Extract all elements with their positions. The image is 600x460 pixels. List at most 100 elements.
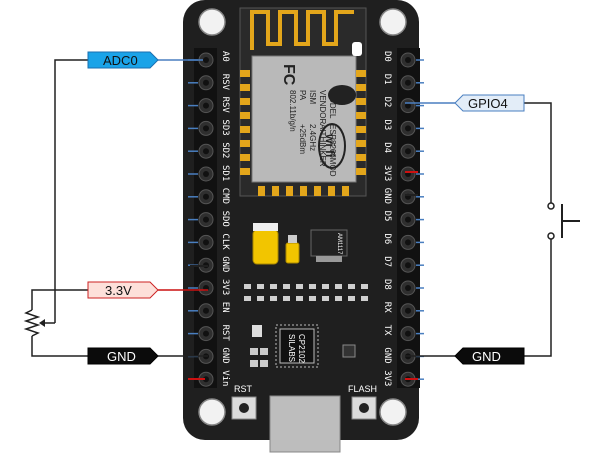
smd-resistor (257, 284, 264, 289)
flash-button-label: FLASH (348, 384, 377, 394)
pot-top-wire (31, 289, 88, 310)
module-pad-right (356, 140, 366, 147)
module-pad-left (240, 98, 250, 105)
adc0-tag: ADC0 (87, 51, 159, 69)
smd-cap-c (260, 348, 268, 355)
model-value-3: 2.4GHz (308, 124, 317, 151)
module-pad-bottom (328, 186, 335, 196)
capacitor-band (253, 223, 278, 231)
switch-bottom-wire (524, 238, 552, 357)
left-pin-label: GND (220, 256, 230, 272)
mount-hole-bottom-left (198, 398, 226, 426)
left-pin-label: EN (220, 302, 230, 313)
smd-resistor (335, 296, 342, 301)
wiper-wire (54, 59, 88, 310)
standard-text: 802.11b/g/n (288, 90, 297, 132)
v33-tag-shape (87, 281, 159, 299)
gnd-left-tag-shape (87, 347, 159, 365)
pot-wiper-arrow (39, 319, 45, 327)
gnd-right-tag-label: GND (472, 349, 501, 364)
smd-component-rows (244, 284, 368, 301)
model-line-3: ISM (308, 90, 317, 105)
smd-resistor (361, 284, 368, 289)
tantalum-capacitor-small (285, 242, 300, 264)
model-line-1: MODEL (328, 90, 337, 119)
smd-resistor (244, 296, 251, 301)
right-pin-center (405, 79, 411, 86)
left-pin-label: CLK (220, 233, 230, 250)
usb-uart-chip (279, 328, 315, 364)
fc-mark: FC (280, 64, 297, 86)
right-pin-label: D6 (382, 233, 392, 244)
left-pin-center (203, 193, 209, 200)
right-pin-label: TX (382, 325, 392, 336)
wifi-logo-badge (328, 85, 356, 105)
gpio4-tag: GPIO4 (454, 94, 525, 112)
left-pin-labels: A0RSVRSVSD3SD2SD1CMDSDOCLKGND3V3ENRSTGND… (220, 51, 230, 386)
left-pin-label: Vin (220, 370, 230, 386)
right-pin-label: D7 (382, 256, 392, 267)
right-pin-center (405, 148, 411, 155)
left-pin-label: A0 (220, 51, 230, 62)
module-pad-left (240, 70, 250, 77)
mount-hole-top-left (198, 8, 226, 36)
gnd-left-tag: GND (87, 347, 159, 365)
gnd-left-tag-label: GND (107, 349, 136, 364)
module-pad-right (356, 168, 366, 175)
left-pin-label: 3V3 (220, 279, 230, 295)
smd-resistor (296, 296, 303, 301)
module-pad-right (356, 98, 366, 105)
tantalum-capacitor-large (252, 229, 279, 265)
left-pin-label: CMD (220, 188, 230, 204)
module-pad-left (240, 168, 250, 175)
left-pin-center (203, 376, 209, 383)
smd-cap-b (250, 348, 258, 355)
left-pin-center (203, 102, 209, 109)
pot-resistor-zigzag (23, 309, 41, 337)
left-pin-center (203, 171, 209, 177)
cp2102-chip: SILABS CP2102 (275, 324, 319, 368)
smd-resistor (296, 284, 303, 289)
transistor (342, 344, 356, 358)
right-pin-label: RX (382, 302, 392, 313)
right-pin-label: D5 (382, 211, 392, 222)
left-pins (198, 52, 214, 387)
right-pin-label: GND (382, 188, 392, 204)
module-pad-right (356, 84, 366, 91)
left-pin-label: RSV (220, 97, 230, 114)
smd-resistor (361, 296, 368, 301)
antenna-trace (250, 10, 354, 50)
left-pin-center (203, 79, 209, 86)
left-pin-center (203, 307, 209, 314)
module-pad-left (240, 140, 250, 147)
right-pin-center (405, 330, 411, 337)
nodemcu-board: FC MODEL VENDOR ISM PA ESP8266MOD AITHIN… (183, 0, 424, 453)
module-pad-bottom (286, 186, 293, 196)
mount-hole-top-right (379, 8, 407, 36)
left-pin-center (203, 330, 209, 337)
wires (31, 59, 552, 380)
smd-cap-a (252, 325, 262, 337)
left-pin-label: SD1 (220, 165, 230, 181)
module-pad-right (356, 70, 366, 77)
module-pad-bottom (342, 186, 349, 196)
smd-resistor (322, 296, 329, 301)
smd-resistor (257, 296, 264, 301)
smd-resistor (309, 296, 316, 301)
module-pad-bottom (314, 186, 321, 196)
module-pad-bottom (258, 186, 265, 196)
right-pin-center (405, 57, 411, 63)
left-pin-center (203, 239, 209, 246)
module-pad-right (356, 112, 366, 119)
gnd-right-tag-shape (454, 347, 525, 365)
smd-resistor (283, 296, 290, 301)
ams1117-regulator (310, 229, 348, 257)
smd-resistor (348, 296, 355, 301)
right-pin-label: 3V3 (382, 165, 392, 181)
potentiometer-icon (23, 309, 56, 337)
smd-cap-e (260, 360, 268, 367)
left-pin-center (203, 216, 209, 223)
left-pin-label: SD2 (220, 142, 230, 158)
module-pads (240, 70, 366, 196)
